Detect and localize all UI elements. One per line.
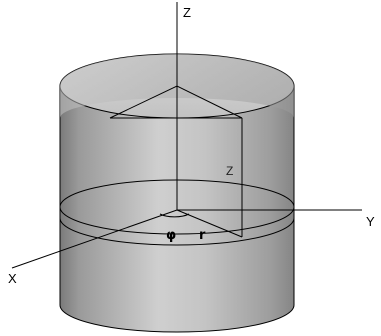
- angle-arc: [159, 213, 190, 218]
- top-sector-lines: [109, 85, 243, 119]
- height-label: Z: [226, 164, 233, 178]
- x-axis-label: X: [8, 271, 17, 286]
- z-axis-label: Z: [183, 5, 191, 20]
- y-axis-label: Y: [366, 214, 375, 229]
- angle-label: φ: [166, 228, 176, 243]
- radius-label: r: [199, 228, 206, 243]
- xy-plane-band: [59, 207, 295, 246]
- x-axis-line: [11, 209, 178, 269]
